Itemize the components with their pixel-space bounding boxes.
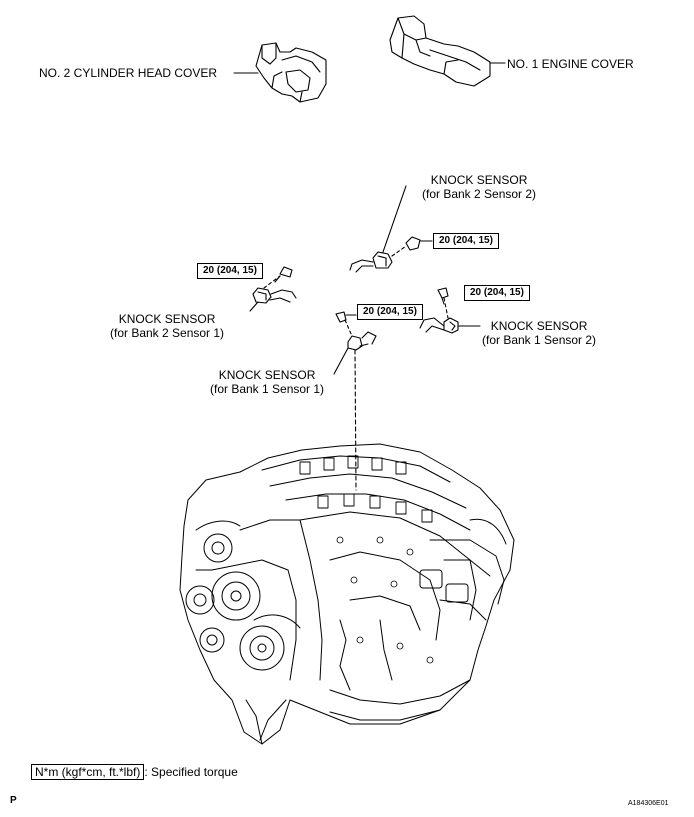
no2-cover-label-text: NO. 2 CYLINDER HEAD COVER [39,66,218,80]
knock-sensor-b1s1-label: KNOCK SENSOR (for Bank 1 Sensor 1) [210,368,324,396]
knock-sensor-b2s2-label: KNOCK SENSOR (for Bank 2 Sensor 2) [422,173,536,201]
knock-sensor-b1s2-sub: (for Bank 1 Sensor 2) [482,333,597,347]
knock-sensor-b2s1-part [249,266,297,312]
knock-sensor-b1s2-title: KNOCK SENSOR [490,319,588,333]
no1-engine-cover-label: NO. 1 ENGINE COVER [507,57,634,71]
torque-unit-box: N*m (kgf*cm, ft.*lbf) [31,764,145,780]
b2s2-leader [382,185,407,253]
knock-sensor-b1s2-part [419,287,481,334]
torque-spec-b2s2: 20 (204, 15) [433,233,499,249]
knock-sensor-b2s1-sub: (for Bank 2 Sensor 1) [110,326,225,340]
torque-spec-b2s1: 20 (204, 15) [197,263,263,279]
torque-spec-b1s2: 20 (204, 15) [464,285,530,301]
knock-sensor-b2s1-label: KNOCK SENSOR (for Bank 2 Sensor 1) [110,312,224,340]
knock-sensor-b1s2-label: KNOCK SENSOR (for Bank 1 Sensor 2) [482,319,596,347]
knock-sensor-b1s1-sub: (for Bank 1 Sensor 1) [210,382,325,396]
knock-sensor-b1s1-title: KNOCK SENSOR [218,368,316,382]
figure-code: A184306E01 [628,800,669,807]
knock-sensor-b1s1-part [333,311,377,491]
torque-legend-text: : Specified torque [144,765,238,779]
no1-engine-cover-part [389,15,491,87]
b2s1-leader [249,301,259,312]
knock-sensor-b2s2-sub: (for Bank 2 Sensor 2) [422,187,537,201]
knock-sensor-b2s1-title: KNOCK SENSOR [118,312,216,326]
engine-assembly [179,443,515,745]
knock-sensor-b2s2-title: KNOCK SENSOR [430,173,528,187]
torque-legend: N*m (kgf*cm, ft.*lbf): Specified torque [31,764,238,780]
knock-sensor-b2s2-part [349,185,433,273]
page-marker: P [10,795,17,806]
no2-cylinder-head-cover-label: NO. 2 CYLINDER HEAD COVER [39,66,217,80]
b1s1-leader [333,347,349,375]
torque-spec-b1s1: 20 (204, 15) [357,304,423,320]
no1-cover-label-text: NO. 1 ENGINE COVER [507,57,634,71]
no2-cylinder-head-cover-part [255,42,327,103]
